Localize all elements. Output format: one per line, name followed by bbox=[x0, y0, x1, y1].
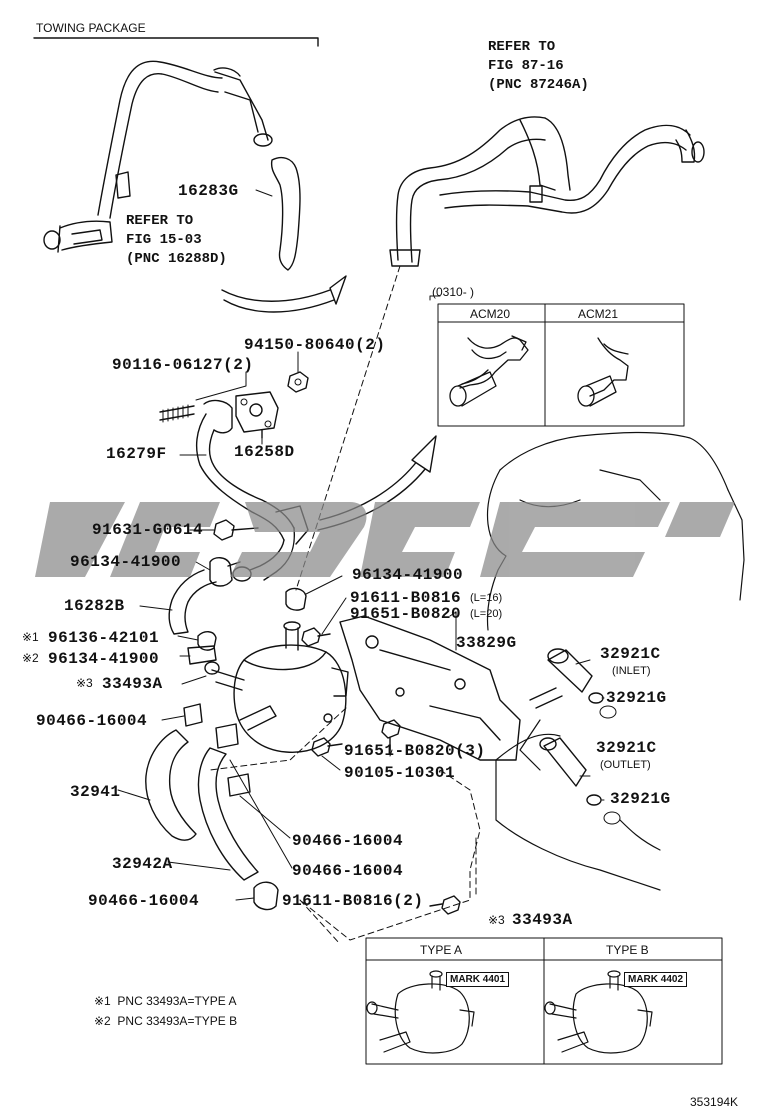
refer-87-line2: FIG 87-16 bbox=[488, 58, 564, 74]
bracket-33829g bbox=[339, 615, 521, 761]
bolt-91611-b bbox=[429, 895, 461, 915]
oring-32921g-b bbox=[586, 794, 621, 825]
towing-hose-upper-left bbox=[43, 60, 273, 253]
type-box bbox=[365, 937, 723, 1065]
leader-lines bbox=[117, 189, 605, 901]
hose-16282b bbox=[168, 569, 217, 635]
part-32941: 32941 bbox=[70, 783, 121, 801]
hose-32941 bbox=[145, 729, 197, 841]
clamp-90466-d bbox=[253, 881, 279, 911]
variant-box bbox=[429, 295, 685, 427]
part-32942a: 32942A bbox=[112, 855, 173, 873]
figure-code: 353194K bbox=[690, 1095, 739, 1109]
bolt-90105 bbox=[311, 737, 343, 757]
type-b-cooler bbox=[544, 970, 653, 1054]
refer-87-line3: (PNC 87246A) bbox=[488, 77, 589, 93]
part-91611-a-length: (L=16) bbox=[470, 592, 503, 604]
clamp-96134-c bbox=[187, 645, 217, 665]
clamp-90466-b bbox=[215, 723, 239, 749]
mark-4402-badge: MARK 4402 bbox=[624, 972, 688, 987]
acm20-pipe bbox=[449, 335, 529, 407]
type-b-label: TYPE B bbox=[606, 943, 649, 957]
part-91651-a-length: (L=20) bbox=[470, 608, 503, 620]
variant-acm21: ACM21 bbox=[578, 307, 619, 321]
note-mark-2: ※2 bbox=[22, 651, 39, 665]
clamp-96134-b bbox=[285, 587, 307, 611]
variant-acm20: ACM20 bbox=[470, 307, 511, 321]
note-2: ※2 PNC 33493A=TYPE B bbox=[94, 1014, 238, 1028]
part-32921g-a: 32921G bbox=[606, 689, 667, 707]
part-91631: 91631-G0614 bbox=[92, 521, 204, 539]
refer-fig-15-block: REFER TO FIG 15-03 (PNC 16288D) bbox=[126, 212, 227, 269]
cooler-33493a bbox=[204, 621, 349, 753]
bolt-91631 bbox=[213, 519, 259, 541]
bolt-91651-b bbox=[381, 719, 401, 751]
type-box-part: 33493A bbox=[512, 911, 573, 929]
towing-package-label: TOWING PACKAGE bbox=[36, 21, 146, 35]
refer-15-line1: REFER TO bbox=[126, 213, 194, 229]
part-96134-b: 96134-41900 bbox=[352, 566, 464, 584]
clamp-90466-a bbox=[183, 703, 203, 727]
part-96134-a: 96134-41900 bbox=[70, 553, 182, 571]
part-33829g: 33829G bbox=[456, 634, 517, 652]
part-32921c-inlet: 32921C bbox=[600, 645, 661, 663]
part-96134-c: 96134-41900 bbox=[48, 650, 160, 668]
part-91611-b: 91611-B0816(2) bbox=[282, 892, 424, 910]
hose-32942a bbox=[197, 747, 259, 881]
towing-package-bracket bbox=[33, 37, 319, 47]
part-16282b: 16282B bbox=[64, 597, 125, 615]
fitting-32921c-inlet bbox=[529, 648, 593, 709]
gasket-16258d bbox=[235, 391, 279, 439]
part-91651-b: 91651-B0820(3) bbox=[344, 742, 486, 760]
part-32921c-outlet: 32921C bbox=[596, 739, 657, 757]
note-mark-1: ※1 bbox=[22, 630, 39, 644]
part-16279f: 16279F bbox=[106, 445, 167, 463]
part-90466-c: 90466-16004 bbox=[292, 862, 404, 880]
part-91611-a: 91611-B0816 bbox=[350, 589, 462, 607]
curved-arrow-right bbox=[317, 435, 437, 531]
outlet-label: (OUTLET) bbox=[600, 759, 651, 771]
pipe-16279f bbox=[195, 399, 309, 582]
clamp-90466-c bbox=[227, 773, 251, 797]
refer-15-line2: FIG 15-03 bbox=[126, 232, 202, 248]
engine-outline bbox=[486, 431, 745, 891]
part-32921g-b: 32921G bbox=[610, 790, 671, 808]
acm21-pipe bbox=[577, 337, 629, 407]
part-96136: 96136-42101 bbox=[48, 629, 160, 647]
variant-date-range: (0310- ) bbox=[432, 285, 475, 299]
type-a-cooler bbox=[366, 970, 475, 1054]
stud-90116 bbox=[159, 404, 195, 423]
part-33493a: 33493A bbox=[102, 675, 163, 693]
hose-16283g bbox=[270, 156, 301, 271]
part-90105: 90105-10301 bbox=[344, 764, 456, 782]
fitting-32921c-outlet bbox=[539, 737, 587, 787]
curved-arrow-left bbox=[221, 275, 347, 313]
part-91651-a: 91651-B0820 bbox=[350, 605, 462, 623]
bolt-91611-a bbox=[301, 627, 331, 647]
part-90466-a: 90466-16004 bbox=[36, 712, 148, 730]
hose-upper-right bbox=[389, 116, 705, 267]
type-a-label: TYPE A bbox=[420, 943, 463, 957]
refer-fig-87-block: REFER TO FIG 87-16 (PNC 87246A) bbox=[488, 38, 589, 95]
part-94150: 94150-80640(2) bbox=[244, 336, 386, 354]
inlet-label: (INLET) bbox=[612, 665, 651, 677]
part-90116: 90116-06127(2) bbox=[112, 356, 254, 374]
part-16258d: 16258D bbox=[234, 443, 295, 461]
refer-87-line1: REFER TO bbox=[488, 39, 556, 55]
part-90466-b: 90466-16004 bbox=[292, 832, 404, 850]
part-16283g: 16283G bbox=[178, 182, 239, 200]
refer-15-line3: (PNC 16288D) bbox=[126, 251, 227, 267]
part-90466-d: 90466-16004 bbox=[88, 892, 200, 910]
type-box-mark: ※3 bbox=[488, 913, 505, 927]
mark-4401-badge: MARK 4401 bbox=[446, 972, 510, 987]
note-1: ※1 PNC 33493A=TYPE A bbox=[94, 994, 237, 1008]
nut-94150 bbox=[287, 371, 309, 393]
note-mark-3: ※3 bbox=[76, 676, 93, 690]
